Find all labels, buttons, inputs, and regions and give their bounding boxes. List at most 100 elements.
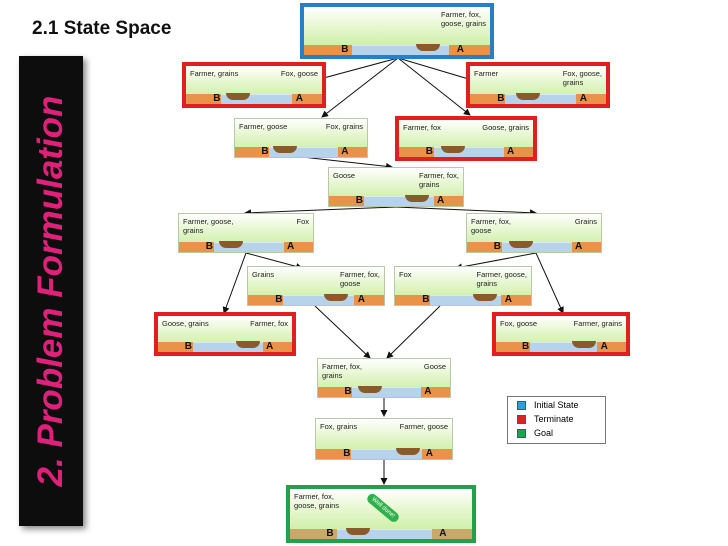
boat-icon bbox=[473, 294, 497, 301]
legend-swatch-terminate bbox=[517, 414, 526, 424]
river bbox=[290, 529, 472, 539]
state-left-label: Fox, grains bbox=[320, 422, 358, 431]
state-right-label: Farmer, fox, goose bbox=[339, 270, 380, 288]
boat-icon bbox=[441, 146, 465, 153]
bank-a bbox=[433, 196, 463, 206]
boat-icon bbox=[273, 146, 297, 153]
state-s2-terminate: Farmer, grains Fox, goose B A bbox=[182, 62, 326, 108]
river bbox=[399, 147, 533, 157]
river bbox=[304, 45, 490, 55]
bank-b bbox=[496, 342, 530, 352]
edge-s1-s5 bbox=[397, 57, 471, 116]
bank-b bbox=[304, 45, 353, 55]
bank-a bbox=[337, 147, 367, 157]
boat-icon bbox=[346, 528, 370, 535]
bank-a bbox=[422, 449, 452, 459]
bank-b bbox=[316, 449, 352, 459]
bank-a-label: A bbox=[439, 528, 447, 539]
edge-s8-s10 bbox=[455, 252, 537, 271]
state-right-label: Farmer, fox bbox=[250, 319, 288, 328]
state-right-label: Goose bbox=[423, 362, 446, 371]
bank-a bbox=[597, 342, 626, 352]
boat-icon bbox=[509, 241, 533, 248]
boat-icon bbox=[236, 341, 260, 348]
state-s6: Goose Farmer, fox, grains B A bbox=[328, 167, 464, 207]
state-right-label: Farmer, fox, goose, grains bbox=[440, 10, 486, 28]
state-left-label: Farmer, goose bbox=[239, 122, 288, 131]
river bbox=[329, 196, 463, 206]
bank-a bbox=[262, 342, 292, 352]
boat-icon bbox=[219, 241, 243, 248]
bank-b-label: B bbox=[425, 146, 434, 157]
river bbox=[316, 449, 452, 459]
state-left-label: Grains bbox=[252, 270, 275, 279]
bank-a-label: A bbox=[579, 93, 587, 104]
slide-heading: 2.1 State Space bbox=[32, 18, 172, 39]
legend-label: Goal bbox=[534, 428, 554, 438]
state-right-label: Farmer, goose, grains bbox=[476, 270, 527, 288]
bank-b bbox=[186, 94, 222, 104]
legend-item-initial: Initial State bbox=[517, 399, 605, 411]
state-left-label: Farmer, fox bbox=[403, 123, 441, 132]
state-s11-terminate: Goose, grains Farmer, fox B A bbox=[154, 312, 296, 356]
bank-b-label: B bbox=[275, 294, 283, 305]
bank-a bbox=[354, 295, 384, 305]
bank-b-label: B bbox=[341, 44, 349, 55]
bank-b bbox=[248, 295, 284, 305]
bank-a-label: A bbox=[425, 448, 433, 459]
state-s12-terminate: Fox, goose Farmer, grains B A bbox=[492, 312, 630, 356]
state-right-label: Fox, goose bbox=[280, 69, 318, 78]
state-left-label: Fox bbox=[399, 270, 412, 279]
bank-a bbox=[501, 295, 531, 305]
legend-swatch-initial bbox=[517, 400, 526, 410]
bank-a-label: A bbox=[456, 44, 464, 55]
bank-b-label: B bbox=[343, 448, 351, 459]
boat-icon bbox=[572, 341, 596, 348]
bank-a-label: A bbox=[437, 195, 445, 206]
well-done-tag: Well done! bbox=[365, 491, 401, 525]
river bbox=[235, 147, 367, 157]
legend: Initial State Terminate Goal bbox=[507, 396, 606, 444]
boat-icon bbox=[396, 448, 420, 455]
bank-a bbox=[571, 242, 601, 252]
state-s10: Fox Farmer, goose, grains B A bbox=[394, 266, 532, 306]
bank-a bbox=[576, 94, 606, 104]
bank-b bbox=[470, 94, 506, 104]
edge-s8-s12 bbox=[535, 252, 564, 314]
state-s7: Farmer, goose, grains Fox B A bbox=[178, 213, 314, 253]
bank-a-label: A bbox=[295, 93, 303, 104]
river bbox=[186, 94, 322, 104]
state-left-label: Farmer, goose, grains bbox=[183, 217, 234, 235]
state-left-label: Goose, grains bbox=[162, 319, 209, 328]
bank-a-label: A bbox=[575, 241, 583, 252]
state-right-label: Farmer, goose bbox=[399, 422, 448, 431]
bank-a bbox=[420, 387, 450, 397]
state-left-label: Farmer, grains bbox=[190, 69, 239, 78]
bank-b-label: B bbox=[493, 241, 502, 252]
river bbox=[179, 242, 313, 252]
state-s3-terminate: Farmer Fox, goose, grains B A bbox=[466, 62, 610, 108]
boat-icon bbox=[516, 93, 540, 100]
state-s1-initial: Farmer, fox, goose, grains B A bbox=[300, 3, 494, 59]
river bbox=[158, 342, 292, 352]
bank-b bbox=[290, 529, 338, 539]
bank-b-label: B bbox=[184, 341, 193, 352]
state-left-label: Goose bbox=[333, 171, 356, 180]
bank-a bbox=[449, 45, 490, 55]
legend-item-terminate: Terminate bbox=[517, 413, 605, 425]
river bbox=[248, 295, 384, 305]
bank-b-label: B bbox=[422, 294, 430, 305]
edge-s7-s9 bbox=[245, 252, 303, 270]
bank-b bbox=[395, 295, 431, 305]
bank-a-label: A bbox=[287, 241, 295, 252]
bank-b-label: B bbox=[326, 528, 334, 539]
state-right-label: Fox, goose, grains bbox=[562, 69, 602, 87]
boat-icon bbox=[416, 44, 440, 51]
river bbox=[395, 295, 531, 305]
legend-item-goal: Goal bbox=[517, 427, 605, 439]
state-s8: Farmer, fox, goose Grains B A bbox=[466, 213, 602, 253]
legend-label: Initial State bbox=[534, 400, 579, 410]
bank-a-label: A bbox=[507, 146, 515, 157]
edge-s1-s4 bbox=[321, 57, 399, 118]
river bbox=[318, 387, 450, 397]
